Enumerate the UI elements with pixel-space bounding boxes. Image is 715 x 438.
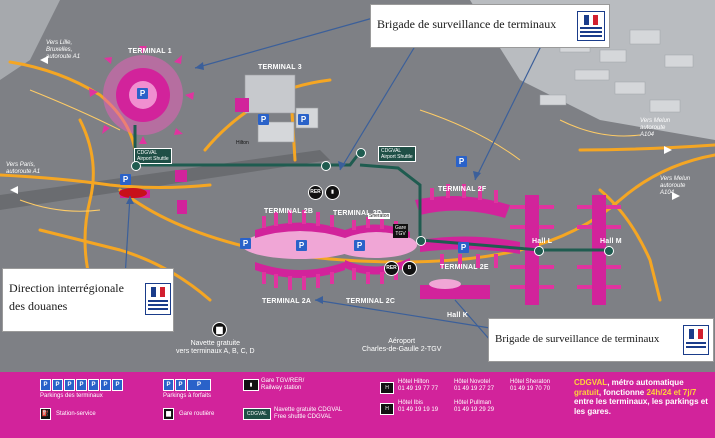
legend-forfait-icon: P bbox=[175, 379, 186, 391]
map-legend: P P P P P P P Parkings des terminaux ⛽ S… bbox=[0, 372, 715, 438]
sheraton-label: Sheraton bbox=[368, 213, 391, 219]
callout-bottom: Brigade de surveillance de terminaux bbox=[488, 318, 714, 362]
parking-sign-2f: P bbox=[456, 156, 467, 167]
terminal-1-label: TERMINAL 1 bbox=[128, 48, 172, 55]
rer-icon: RER bbox=[308, 185, 323, 200]
parking-sign-t3b: P bbox=[298, 114, 309, 125]
terminal-2f-label: TERMINAL 2F bbox=[438, 186, 487, 193]
callout-bottom-text: Brigade de surveillance de terminaux bbox=[495, 333, 660, 345]
parking-sign-t3a: P bbox=[258, 114, 269, 125]
cdgval-shuttle-icon: CDGVAL bbox=[243, 408, 271, 420]
terminal-3-building bbox=[244, 74, 296, 114]
cdgval-station-pr bbox=[356, 148, 366, 158]
callout-top-text: Brigade de surveillance de terminaux bbox=[377, 17, 557, 31]
road-paris: Vers Paris,autoroute A1 bbox=[6, 162, 41, 175]
bus-icon: ▆ bbox=[212, 322, 227, 337]
hall-m-label: Hall M bbox=[600, 238, 622, 245]
douane-logo-icon bbox=[683, 325, 709, 355]
legend-parking-icon: P bbox=[64, 379, 75, 391]
parking-sign-pr: P bbox=[120, 174, 131, 185]
legend-forfait-icon: P bbox=[187, 379, 211, 391]
parking-sign-2d: P bbox=[354, 240, 365, 251]
hotel-icon: H bbox=[380, 382, 394, 394]
douane-logo-icon bbox=[145, 283, 171, 315]
train-icon: ▮ bbox=[325, 185, 340, 200]
callout-leaders bbox=[124, 17, 546, 341]
parking-sign-2a: P bbox=[240, 238, 251, 249]
t1-red-zone bbox=[119, 188, 147, 198]
cdgval-station-t3 bbox=[321, 161, 331, 171]
legend-parking-icon: P bbox=[112, 379, 123, 391]
legend-parking-icon: P bbox=[40, 379, 51, 391]
hall-k-building bbox=[420, 285, 490, 299]
parking-sign-t1: P bbox=[137, 88, 148, 99]
legend-gare-tgv: Gare TGV/RER/Railway station bbox=[261, 378, 305, 391]
cdgval-station-l bbox=[534, 246, 544, 256]
terminal-2d-label: TERMINAL 2D bbox=[333, 210, 383, 217]
hall-k-label: Hall K bbox=[447, 312, 469, 319]
bus-station-icon: ▆ bbox=[163, 408, 174, 420]
cdgval-description: CDGVAL, métro automatique gratuit, fonct… bbox=[574, 378, 708, 416]
terminal-2e-label: TERMINAL 2E bbox=[440, 264, 489, 271]
legend-parking-icon: P bbox=[88, 379, 99, 391]
douane-logo-icon bbox=[577, 11, 605, 41]
terminal-3-hotel bbox=[235, 98, 249, 112]
terminal-2c-label: TERMINAL 2C bbox=[346, 298, 396, 305]
callout-arrowheads bbox=[126, 62, 481, 304]
building-blocks bbox=[539, 29, 694, 113]
terminal-3-label: TERMINAL 3 bbox=[258, 64, 302, 71]
legend-station-service: Station-service bbox=[56, 411, 96, 417]
minor-roads bbox=[19, 89, 641, 212]
hotel-icon: H bbox=[380, 403, 394, 415]
hilton-building bbox=[257, 121, 295, 143]
cdgval-station-m bbox=[604, 246, 614, 256]
terminal-2b-label: TERMINAL 2B bbox=[264, 208, 314, 215]
cdgval-station-t2 bbox=[416, 236, 426, 246]
legend-parking-icon: P bbox=[100, 379, 111, 391]
map-light-zone-left bbox=[0, 0, 60, 80]
metro-b-icon: B bbox=[402, 261, 417, 276]
hilton-label: Hilton bbox=[236, 140, 249, 146]
rer-icon-t2: RER bbox=[384, 261, 399, 276]
legend-parkings-forfaits: Parkings à forfaits bbox=[163, 393, 212, 399]
legend-parking-icon: P bbox=[76, 379, 87, 391]
train-station-icon: ▮ bbox=[243, 379, 259, 391]
road-lille: Vers Lille,Bruxelles,autoroute A1 bbox=[46, 40, 81, 60]
hall-l-label: Hall L bbox=[532, 238, 553, 245]
legend-forfait-icon: P bbox=[163, 379, 174, 391]
legend-parking-icon: P bbox=[52, 379, 63, 391]
legend-parkings-terminaux: Parkings des terminaux bbox=[40, 393, 103, 399]
cdgval-station-t1 bbox=[131, 161, 141, 171]
legend-gare-routiere: Gare routière bbox=[179, 411, 215, 417]
fuel-icon: ⛽ bbox=[40, 408, 51, 420]
callout-top: Brigade de surveillance de terminaux bbox=[370, 4, 610, 48]
parking-sign-2e: P bbox=[458, 242, 469, 253]
terminal-2a-label: TERMINAL 2A bbox=[262, 298, 312, 305]
direction-arrows bbox=[10, 56, 680, 200]
parking-sign-2b: P bbox=[296, 240, 307, 251]
